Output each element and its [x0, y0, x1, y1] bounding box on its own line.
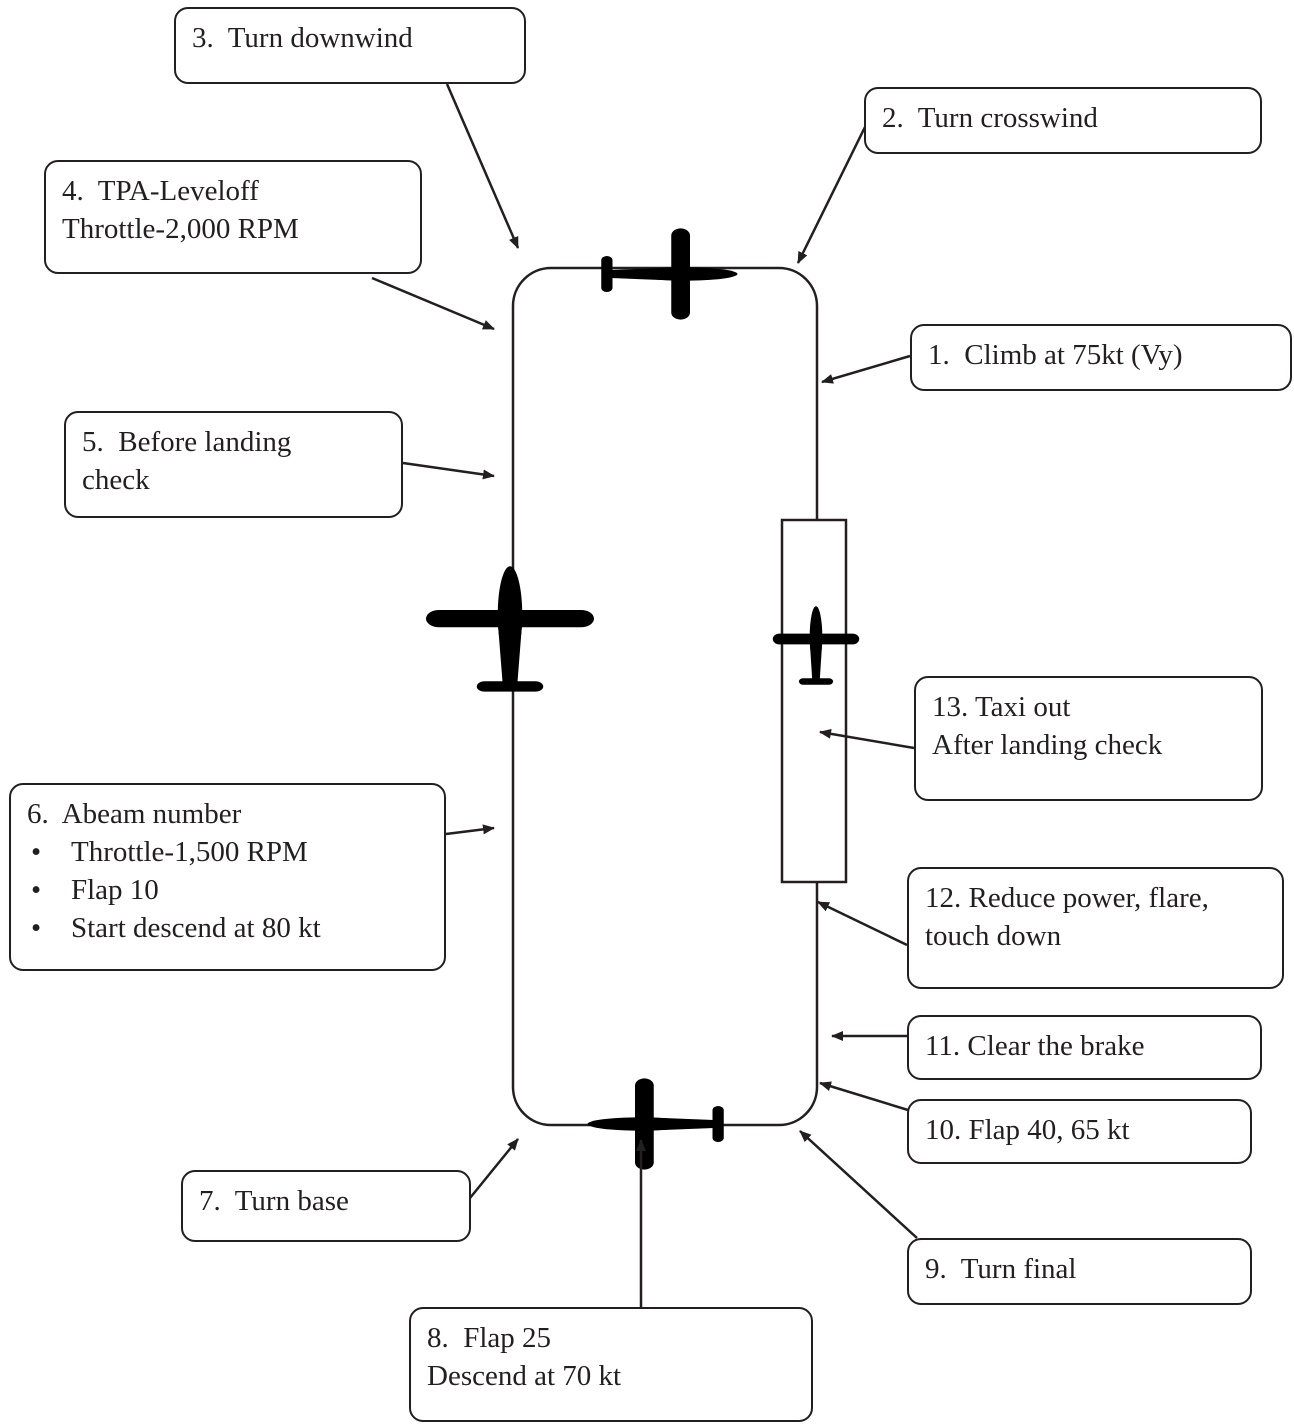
step-8-label: 8. Flap 25 — [427, 1322, 552, 1354]
step-4-callout: 4. TPA-Leveloff Throttle-2,000 RPM — [44, 160, 422, 274]
arrow-step-5 — [402, 461, 495, 480]
step-12-detail: touch down — [925, 920, 1062, 952]
step-11-callout: 11. Clear the brake — [907, 1015, 1262, 1080]
bullet-icon: • — [31, 874, 42, 906]
step-5-label: 5. Before landing — [82, 426, 292, 458]
arrow-step-9 — [799, 1130, 918, 1239]
arrow-step-3 — [445, 83, 520, 249]
step-6-bullet-text: Throttle-1,500 RPM — [71, 836, 308, 868]
step-6-bullet-text: Start descend at 80 kt — [71, 912, 321, 944]
step-13-detail: After landing check — [932, 729, 1163, 761]
step-2-callout: 2. Turn crosswind — [864, 87, 1262, 154]
step-3-callout: 3. Turn downwind — [174, 7, 526, 84]
step-4-label: 4. TPA-Leveloff — [62, 175, 259, 207]
arrow-step-4 — [371, 276, 495, 331]
step-11-label: 11. Clear the brake — [925, 1030, 1145, 1062]
arrow-step-10 — [819, 1081, 909, 1112]
arrow-step-7 — [469, 1138, 519, 1199]
step-13-callout: 13. Taxi out After landing check — [914, 676, 1263, 801]
arrow-step-1 — [821, 354, 911, 384]
step-7-label: 7. Turn base — [199, 1185, 349, 1217]
step-9-label: 9. Turn final — [925, 1253, 1077, 1285]
step-6-bullet-list: • Throttle-1,500 RPM • Flap 10 • Start desc… — [27, 833, 428, 947]
step-12-callout: 12. Reduce power, flare, touch down — [907, 867, 1284, 989]
arrow-step-6 — [445, 824, 495, 836]
step-3-label: 3. Turn downwind — [192, 22, 413, 54]
pattern-track — [511, 266, 819, 1127]
step-9-callout: 9. Turn final — [907, 1238, 1252, 1305]
step-7-callout: 7. Turn base — [181, 1170, 471, 1242]
step-6-bullet-item: • Flap 10 — [27, 871, 428, 909]
step-13-label: 13. Taxi out — [932, 691, 1071, 723]
arrow-step-13 — [819, 728, 915, 750]
airplane-top-view-icon — [601, 228, 738, 320]
step-6-bullet-item: • Start descend at 80 kt — [27, 909, 428, 947]
step-10-label: 10. Flap 40, 65 kt — [925, 1114, 1130, 1146]
runway — [780, 518, 848, 884]
step-6-bullet-item: • Throttle-1,500 RPM — [27, 833, 428, 871]
step-6-label: 6. Abeam number — [27, 798, 242, 830]
arrow-step-2 — [796, 126, 867, 264]
step-1-label: 1. Climb at 75kt (Vy) — [928, 339, 1183, 371]
step-8-callout: 8. Flap 25 Descend at 70 kt — [409, 1307, 813, 1422]
step-8-detail: Descend at 70 kt — [427, 1360, 622, 1392]
airplane-top-view-icon — [587, 1078, 724, 1170]
step-5-callout: 5. Before landing check — [64, 411, 403, 518]
bullet-icon: • — [31, 836, 42, 868]
step-2-label: 2. Turn crosswind — [882, 102, 1098, 134]
step-4-detail: Throttle-2,000 RPM — [62, 213, 299, 245]
step-1-callout: 1. Climb at 75kt (Vy) — [910, 324, 1292, 391]
step-5-detail: check — [82, 464, 150, 496]
step-10-callout: 10. Flap 40, 65 kt — [907, 1099, 1252, 1164]
step-6-callout: 6. Abeam number • Throttle-1,500 RPM • Fla… — [9, 783, 446, 971]
step-12-label: 12. Reduce power, flare, — [925, 882, 1209, 914]
step-6-bullet-text: Flap 10 — [71, 874, 159, 906]
airplane-top-view-icon — [426, 566, 594, 692]
arrow-step-12 — [817, 900, 908, 947]
bullet-icon: • — [31, 912, 42, 944]
